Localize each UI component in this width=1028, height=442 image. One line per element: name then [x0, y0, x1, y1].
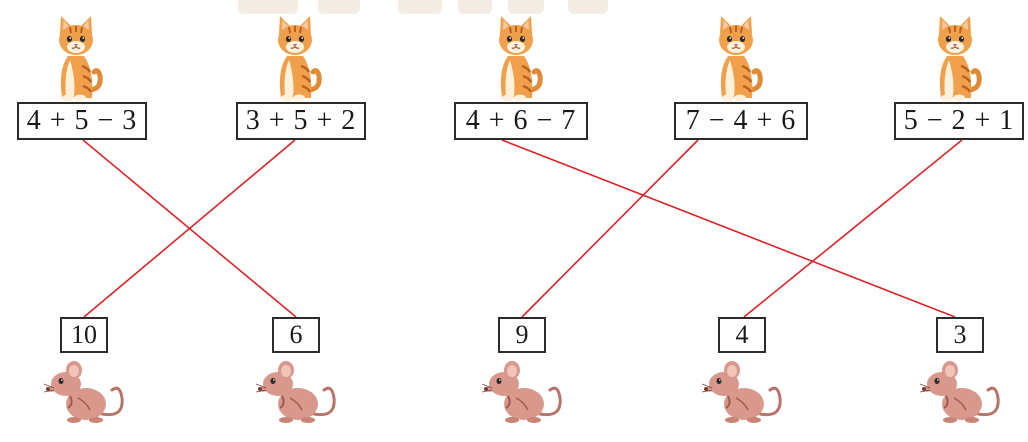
mouse-icon	[920, 358, 1006, 426]
expression-box: 3 + 5 + 2	[236, 102, 366, 140]
expression-text: 5 − 2 + 1	[903, 105, 1015, 136]
match-line	[521, 139, 699, 318]
answer-text: 6	[289, 320, 303, 349]
mouse-icon	[482, 358, 568, 426]
answer-text: 4	[735, 320, 749, 349]
match-line	[501, 139, 956, 318]
expression-text: 4 + 5 − 3	[26, 105, 138, 136]
answer-box: 6	[272, 317, 320, 353]
header-fragment	[458, 0, 492, 14]
header-fragment	[508, 0, 544, 14]
answer-text: 3	[953, 320, 967, 349]
cat-icon	[927, 10, 983, 102]
header-fragment	[398, 0, 442, 14]
match-line	[83, 139, 296, 318]
match-line	[743, 139, 963, 318]
expression-box: 7 − 4 + 6	[674, 102, 808, 140]
header-fragment	[568, 0, 608, 14]
answer-box: 3	[936, 317, 984, 353]
answer-box: 4	[718, 317, 766, 353]
expression-box: 5 − 2 + 1	[894, 102, 1024, 140]
answer-box: 9	[498, 317, 546, 353]
cat-icon	[488, 10, 544, 102]
mouse-icon	[256, 358, 342, 426]
expression-box: 4 + 6 − 7	[454, 102, 588, 140]
expression-box: 4 + 5 − 3	[17, 102, 147, 140]
cat-icon	[267, 10, 323, 102]
cat-icon	[48, 10, 104, 102]
answer-text: 10	[71, 320, 97, 349]
expression-text: 3 + 5 + 2	[245, 105, 357, 136]
answer-text: 9	[515, 320, 529, 349]
answer-box: 10	[60, 317, 108, 353]
header-fragment	[238, 0, 298, 14]
expression-text: 4 + 6 − 7	[465, 105, 577, 136]
header-fragment	[318, 0, 360, 14]
mouse-icon	[702, 358, 788, 426]
cat-icon	[708, 10, 764, 102]
mouse-icon	[44, 358, 130, 426]
expression-text: 7 − 4 + 6	[685, 105, 797, 136]
